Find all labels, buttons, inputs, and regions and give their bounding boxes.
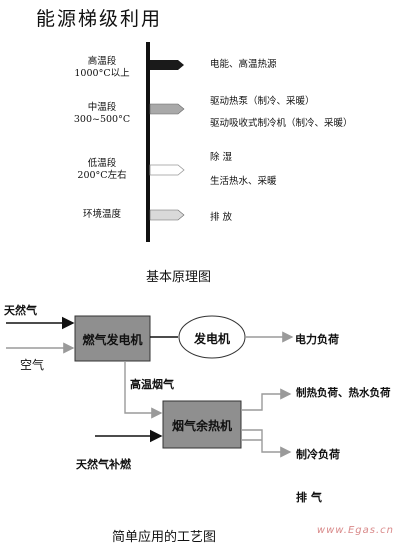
gas-turbine-label: 燃气发电机 — [82, 333, 143, 347]
tier-high-label: 高温段 1000°C以上 — [74, 56, 130, 79]
tier-mid-label: 中温段 300~500°C — [73, 102, 131, 125]
gas-turbine-box — [74, 315, 151, 362]
tier-marker-low — [149, 164, 185, 176]
tier-marker-mid — [149, 103, 185, 115]
electric-load-label: 电力负荷 — [295, 333, 339, 346]
diagram-title: 能源梯级利用 — [36, 8, 163, 30]
air-label: 空气 — [20, 358, 45, 372]
principle-caption: 基本原理图 — [146, 270, 212, 285]
cooling-load-label: 制冷负荷 — [296, 448, 340, 461]
tier-marker-ambient — [149, 209, 185, 221]
tier-mid-use-1: 驱动热泵（制冷、采暖） — [210, 96, 315, 107]
tier-low-use-2: 生活热水、采暖 — [210, 176, 277, 187]
natural-gas-label: 天然气 — [4, 304, 37, 317]
temperature-axis — [146, 42, 150, 242]
exhaust-label: 排 气 — [296, 491, 322, 504]
heating-output-arrow — [241, 388, 292, 411]
watermark: www.Egas.cn — [316, 525, 394, 536]
generator-label: 发电机 — [193, 332, 230, 346]
tier-low-label: 低温段 200°C左右 — [77, 158, 127, 181]
cooling-output-arrow — [241, 429, 292, 458]
heat-recovery-label: 烟气余热机 — [171, 419, 232, 433]
heat-recovery-box — [162, 400, 242, 449]
tier-ambient-label: 环境温度 — [82, 209, 121, 220]
supplement-gas-label: 天然气补燃 — [76, 458, 131, 471]
tier-high-use: 电能、高温热源 — [210, 59, 277, 70]
tier-mid-use-2: 驱动吸收式制冷机（制冷、采暖） — [210, 118, 353, 129]
tier-low-use-1: 除 湿 — [210, 152, 233, 163]
flue-gas-path — [124, 361, 163, 419]
heating-load-label: 制热负荷、热水负荷 — [296, 387, 391, 399]
tier-ambient-use: 排 放 — [210, 212, 233, 223]
hot-flue-gas-label: 高温烟气 — [130, 378, 174, 391]
tier-marker-high — [150, 60, 184, 70]
process-caption: 简单应用的工艺图 — [112, 530, 217, 545]
